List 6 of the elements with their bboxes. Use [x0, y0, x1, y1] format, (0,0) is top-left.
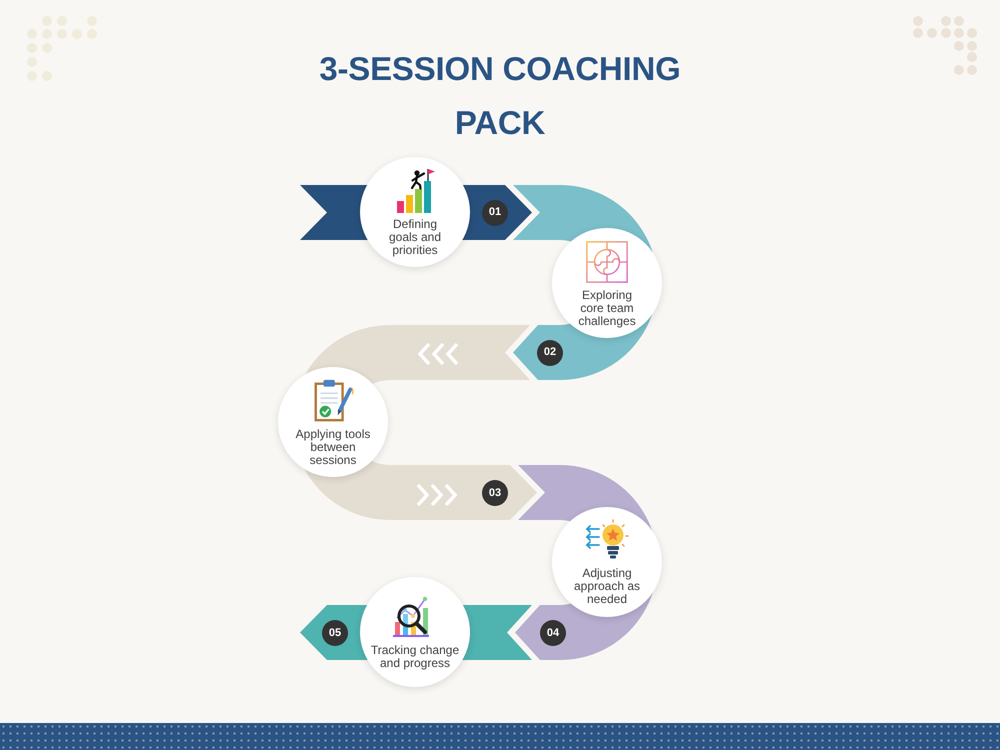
step-label: Tracking change and progress [370, 644, 460, 670]
step-label: Exploring core team challenges [577, 288, 637, 328]
title: 3-SESSION COACHING PACK [318, 49, 682, 143]
step-label: Adjusting approach as needed [572, 566, 642, 606]
step-label: Applying tools between sessions [294, 428, 372, 466]
step-label: Defining goals and priorities [388, 218, 442, 256]
